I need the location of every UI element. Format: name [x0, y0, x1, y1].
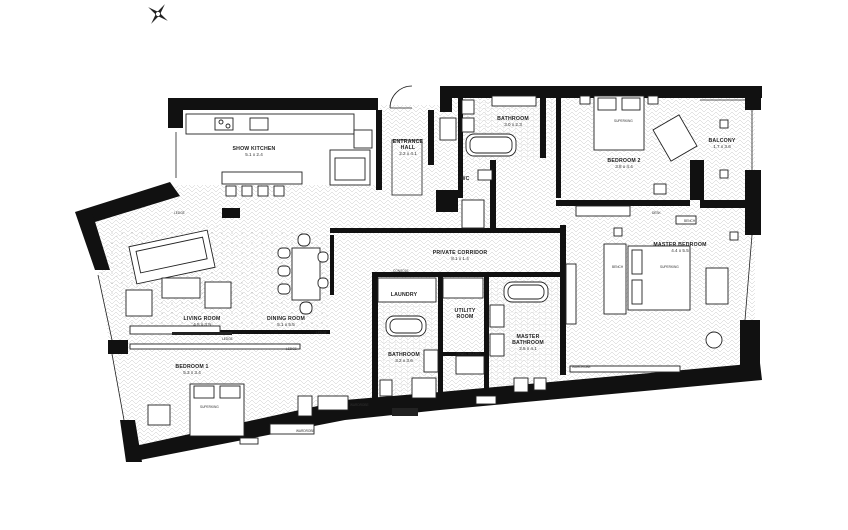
label-laundry: LAUNDRY	[391, 292, 418, 298]
master-bathroom-fixtures	[489, 281, 549, 393]
label-show-kitchen: SHOW KITCHEN	[232, 146, 275, 152]
dim-show-kitchen: 5.1 x 2.4	[245, 152, 263, 157]
kitchen-units	[185, 113, 373, 197]
label-superking-master: SUPERKING	[660, 265, 679, 269]
room-labels: SHOW KITCHEN 5.1 x 2.4 ENTRANCE HALL 2.2…	[175, 116, 735, 375]
label-master: MASTER	[516, 334, 539, 340]
master-bedroom-furniture	[565, 227, 739, 373]
label-ledge-corner: LEDGE	[174, 211, 185, 215]
label-superking-bed1: SUPERKING	[200, 405, 219, 409]
label-master-bedroom: MASTER BEDROOM	[653, 242, 706, 248]
label-bench-master: BENCH	[612, 265, 624, 269]
dim-bedroom1: 5.3 x 3.4	[183, 370, 201, 375]
bathroom-top-fixtures	[439, 95, 537, 229]
ledges	[129, 332, 301, 350]
label-wardrobe-bed1b: WARDROBE	[296, 429, 315, 433]
dim-master-bathroom: 2.5 x 4.1	[519, 346, 537, 351]
label-bedroom1: BEDROOM 1	[175, 364, 208, 370]
dim-master-bedroom: 4.4 x 5.5	[671, 248, 689, 253]
dim-balcony: 1.7 x 3.6	[713, 144, 731, 149]
label-wardrobe-master: WARDROBE	[572, 365, 591, 369]
label-bathroom-top: BATHROOM	[497, 116, 529, 122]
label-superking-bed2: SUPERKING	[614, 119, 633, 123]
compass-rose-icon	[148, 4, 168, 24]
dim-dining-room: 5.1 x 5.5	[277, 322, 295, 327]
label-ledge-bed1: LEDGE	[286, 347, 297, 351]
furniture-labels: LEDGE LEDGE LEDGE LEDGE CONSOLE DESK BEN…	[174, 119, 696, 433]
dim-private-corridor: 8.1 x 1.4	[451, 256, 469, 261]
label-ledge-dining: LEDGE	[316, 331, 327, 335]
label-console: CONSOLE	[393, 269, 409, 273]
label-hall: HALL	[401, 145, 416, 151]
label-balcony: BALCONY	[708, 138, 735, 144]
dim-bedroom2: 3.8 x 4.4	[615, 164, 633, 169]
windows	[97, 99, 753, 421]
entrance-door	[389, 85, 423, 196]
label-towel-heater: TOWEL HEATER	[456, 352, 481, 356]
dim-entrance-hall: 2.2 x 4.1	[399, 151, 417, 156]
label-wc: WC	[460, 176, 469, 182]
bedroom1-furniture	[147, 383, 349, 445]
label-private-corridor: PRIVATE CORRIDOR	[433, 250, 488, 256]
label-dining-room: DINING ROOM	[267, 316, 305, 322]
dining-furniture	[277, 233, 329, 315]
label-desk: DESK	[652, 211, 662, 215]
label-bedroom2: BEDROOM 2	[607, 158, 640, 164]
balcony-furniture	[719, 119, 729, 179]
label-utility-room: ROOM	[457, 314, 474, 320]
service-fixtures	[377, 277, 497, 416]
label-ledge-living: LEDGE	[222, 337, 233, 341]
label-utility: UTILITY	[455, 308, 476, 314]
outer-walls	[75, 86, 762, 462]
bedroom2-furniture	[575, 95, 698, 225]
label-entrance: ENTRANCE	[393, 139, 424, 145]
label-bathroom-mid: BATHROOM	[388, 352, 420, 358]
dim-bathroom-top: 3.0 x 2.3	[504, 122, 522, 127]
label-wardrobe-bed1: WARDROBE	[350, 403, 369, 407]
dim-living-room: 4.5 x 3.9	[193, 322, 211, 327]
dim-bathroom-mid: 3.2 x 3.6	[395, 358, 413, 363]
living-room-furniture	[125, 229, 232, 335]
label-bench-bed2: BENCH	[684, 219, 696, 223]
label-living-room: LIVING ROOM	[183, 316, 220, 322]
label-master-bathroom: BATHROOM	[512, 340, 544, 346]
